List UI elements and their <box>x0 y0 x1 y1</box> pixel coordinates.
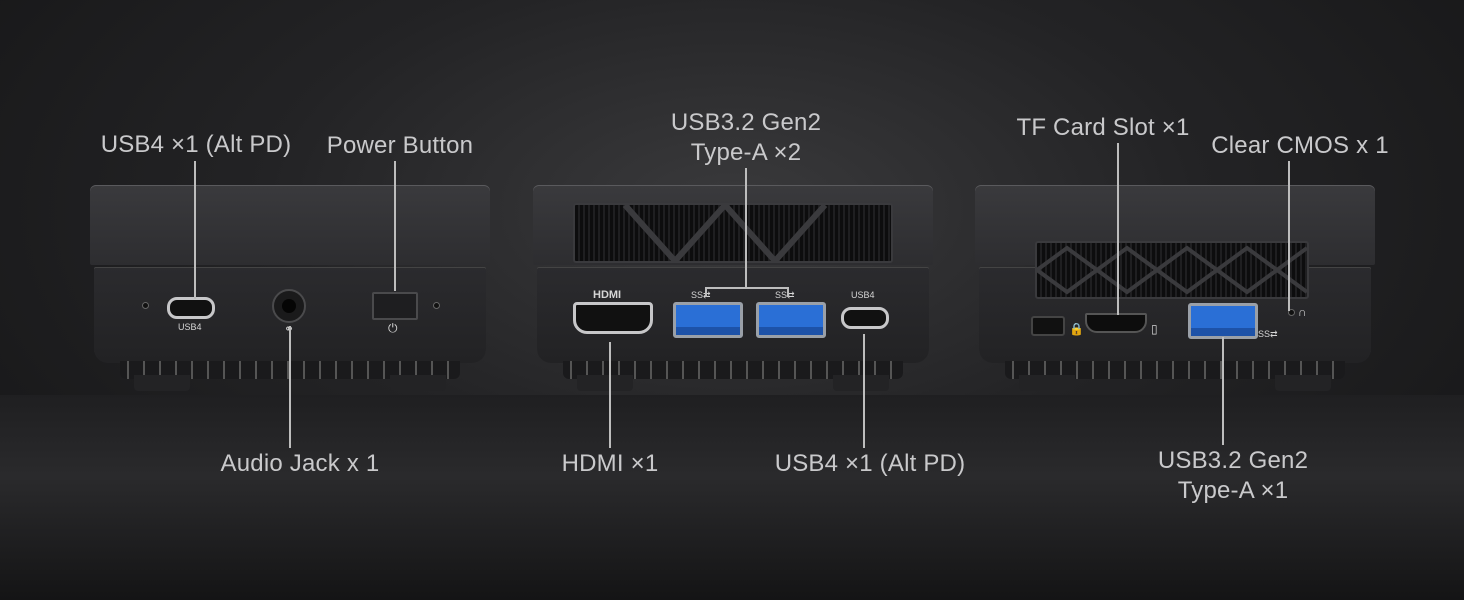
device-foot <box>1275 375 1331 391</box>
device-foot <box>134 375 190 391</box>
label-power-button: Power Button <box>326 132 474 159</box>
callout-line <box>194 161 196 299</box>
indicator-dot <box>433 302 440 309</box>
usb-a-port <box>673 302 743 338</box>
callout-line <box>1117 143 1119 315</box>
hdmi-logo: HDMI <box>593 289 622 301</box>
label-hdmi: HDMI ×1 <box>561 450 659 477</box>
clear-cmos-pinhole <box>1288 309 1295 316</box>
usb4-port-label: USB4 <box>178 322 202 332</box>
device-base-vents <box>563 361 903 379</box>
superspeed-icon: SS⇄ <box>691 290 711 300</box>
device-foot <box>390 375 446 391</box>
callout-line <box>1288 161 1290 311</box>
device-top-shell <box>90 185 490 265</box>
label-usb32-gen2-line2: Type-A ×2 <box>690 139 802 166</box>
callout-line <box>745 168 747 288</box>
device-foot <box>833 375 889 391</box>
callout-line <box>1222 337 1224 445</box>
label-tf-card-slot: TF Card Slot ×1 <box>1016 114 1190 141</box>
callout-line <box>289 326 291 448</box>
cmos-icon: ∩ <box>1298 305 1307 319</box>
floor-surface <box>0 395 1464 600</box>
device-base-vents <box>1005 361 1345 379</box>
device-foot <box>1019 375 1075 391</box>
tf-card-slot <box>1085 313 1147 333</box>
vent-pattern <box>1037 245 1307 295</box>
label-usb32-gen2-single-line2: Type-A ×1 <box>1177 477 1289 504</box>
device-left: USB4 ⚭ ⏻ <box>90 185 490 395</box>
label-usb32-gen2-single-line1: USB3.2 Gen2 <box>1157 447 1309 474</box>
label-clear-cmos: Clear CMOS x 1 <box>1211 132 1389 159</box>
label-audio-jack: Audio Jack x 1 <box>220 450 380 477</box>
callout-line <box>394 161 396 291</box>
callout-line <box>705 287 789 289</box>
usb4-port <box>167 297 215 319</box>
usb4-port-label: USB4 <box>851 290 875 300</box>
power-button <box>372 292 418 320</box>
callout-line <box>787 287 789 297</box>
indicator-dot <box>142 302 149 309</box>
callout-line <box>705 287 707 297</box>
hdmi-port <box>573 302 653 334</box>
label-usb4-left: USB4 ×1 (Alt PD) <box>100 131 292 158</box>
callout-line <box>863 334 865 448</box>
device-middle: HDMI SS⇄ SS⇄ USB4 <box>533 185 933 395</box>
usb4-port <box>841 307 889 329</box>
vent-pattern <box>622 205 828 261</box>
superspeed-icon: SS⇄ <box>775 290 795 300</box>
label-usb32-gen2-line1: USB3.2 Gen2 <box>670 109 822 136</box>
callout-line <box>609 342 611 448</box>
label-usb4-middle: USB4 ×1 (Alt PD) <box>774 450 966 477</box>
power-icon: ⏻ <box>388 321 398 335</box>
side-vent-grille <box>1035 241 1309 299</box>
usb-a-port <box>1188 303 1258 339</box>
lock-icon: 🔒 <box>1069 322 1084 336</box>
device-foot <box>577 375 633 391</box>
top-vent-grille <box>573 203 893 263</box>
audio-jack <box>272 289 306 323</box>
usb-a-port <box>756 302 826 338</box>
device-right: 🔒 ▯ SS⇄ ∩ <box>975 185 1375 395</box>
sd-card-icon: ▯ <box>1151 322 1158 336</box>
superspeed-icon: SS⇄ <box>1258 329 1278 339</box>
kensington-lock-slot <box>1031 316 1065 336</box>
